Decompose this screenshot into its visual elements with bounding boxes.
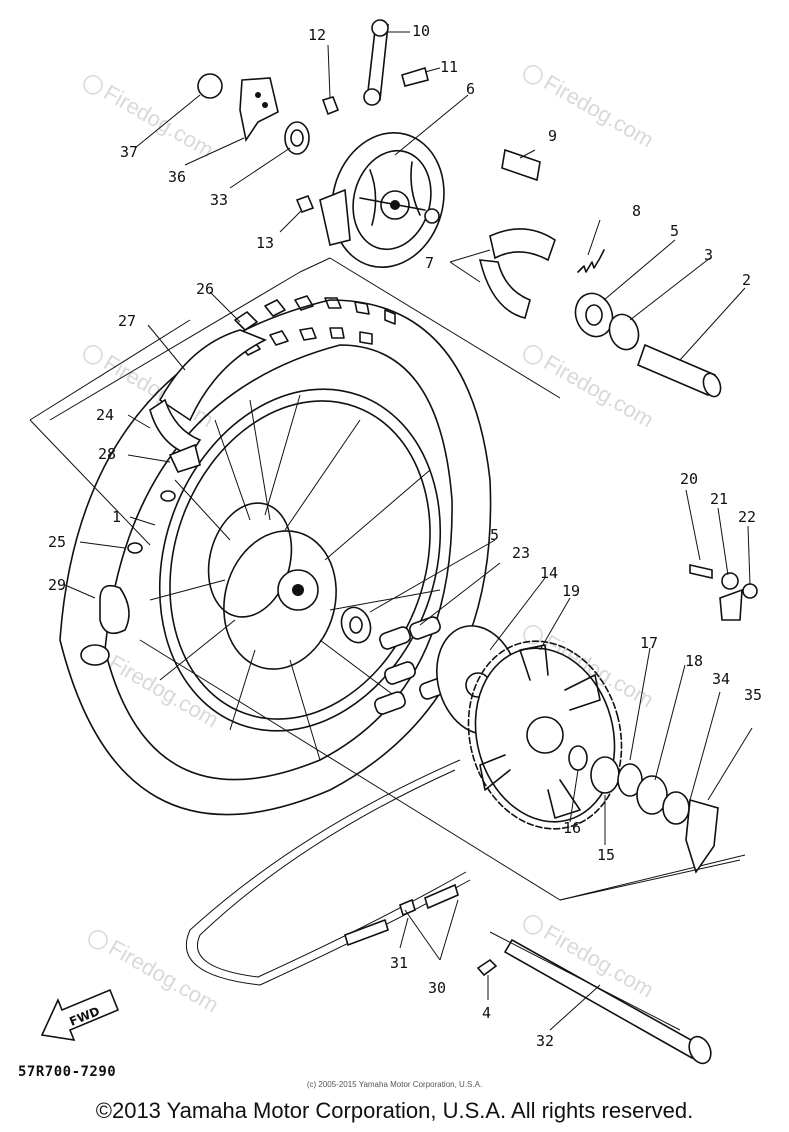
callout-31: 31 [390, 954, 408, 972]
wheel-drawing [29, 295, 492, 816]
callout-12: 12 [308, 26, 326, 44]
callout-numbers: 1 2 3 4 5 5 6 7 8 9 10 11 12 13 14 15 16… [48, 22, 762, 1050]
callout-9: 9 [548, 127, 557, 145]
watermark-text: Firedog.com [540, 70, 658, 153]
callout-15: 15 [597, 846, 615, 864]
small-copyright: (c) 2005-2015 Yamaha Motor Corporation, … [306, 1080, 483, 1089]
leader-lines [64, 31, 753, 1031]
callout-5: 5 [670, 222, 679, 240]
watermark-text: Firedog.com [105, 650, 223, 733]
callout-6: 6 [466, 80, 475, 98]
callout-19: 19 [562, 582, 580, 600]
callout-32: 32 [536, 1032, 554, 1050]
callout-5b: 5 [490, 526, 499, 544]
callout-34: 34 [712, 670, 730, 688]
callout-13: 13 [256, 234, 274, 252]
callout-27: 27 [118, 312, 136, 330]
callout-2: 2 [742, 271, 751, 289]
callout-26: 26 [196, 280, 214, 298]
callout-10: 10 [412, 22, 430, 40]
callout-33: 33 [210, 191, 228, 209]
callout-22: 22 [738, 508, 756, 526]
sprocket-assembly-drawing [139, 563, 758, 1065]
callout-23: 23 [512, 544, 530, 562]
callout-36: 36 [168, 168, 186, 186]
callout-24: 24 [96, 406, 114, 424]
callout-14: 14 [540, 564, 558, 582]
callout-37: 37 [120, 143, 138, 161]
callout-4: 4 [482, 1004, 491, 1022]
forward-arrow-icon: FWD [40, 988, 120, 1042]
callout-8: 8 [632, 202, 641, 220]
callout-1: 1 [112, 508, 121, 526]
callout-35: 35 [744, 686, 762, 704]
callout-3: 3 [704, 246, 713, 264]
callout-21: 21 [710, 490, 728, 508]
callout-17: 17 [640, 634, 658, 652]
callout-7: 7 [425, 254, 434, 272]
diagram-code: 57R700-7290 [18, 1064, 117, 1080]
callout-20: 20 [680, 470, 698, 488]
callout-25: 25 [48, 533, 66, 551]
callout-16: 16 [563, 819, 581, 837]
brake-assembly-drawing [49, 19, 722, 421]
callout-18: 18 [685, 652, 703, 670]
callout-30: 30 [428, 979, 446, 997]
callout-28: 28 [98, 445, 116, 463]
callout-29: 29 [48, 576, 66, 594]
watermark-text: Firedog.com [105, 935, 223, 1018]
callout-11: 11 [440, 58, 458, 76]
footer-copyright: ©2013 Yamaha Motor Corporation, U.S.A. A… [95, 1098, 694, 1123]
